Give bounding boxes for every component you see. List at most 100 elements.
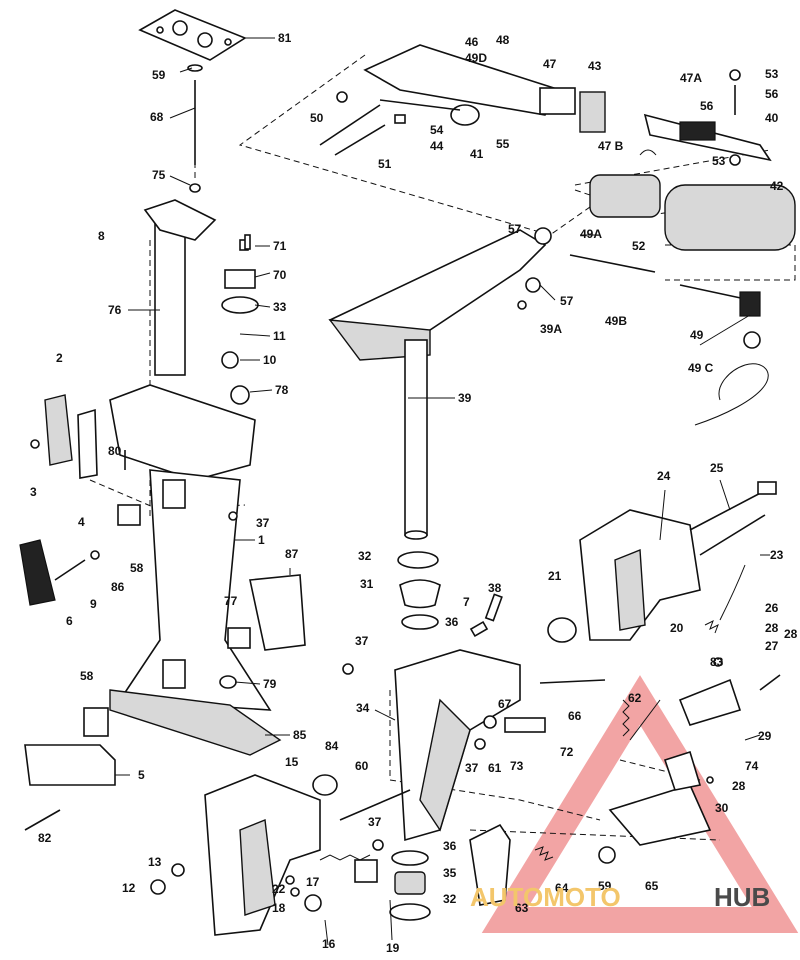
label-23: 23	[770, 548, 784, 562]
label-10: 10	[263, 353, 277, 367]
label-34: 34	[356, 701, 370, 715]
label-67: 67	[498, 697, 512, 711]
label-74: 74	[745, 759, 759, 773]
label-19: 19	[386, 941, 400, 955]
label-37: 37	[256, 516, 270, 530]
label-49B: 49B	[605, 314, 627, 328]
label-56: 56	[765, 87, 779, 101]
label-85: 85	[293, 728, 307, 742]
label-76: 76	[108, 303, 122, 317]
label-49D: 49D	[465, 51, 487, 65]
label-57b: 57	[560, 294, 574, 308]
label-2: 2	[56, 351, 63, 365]
label-64: 64	[555, 881, 569, 895]
label-44: 44	[430, 139, 444, 153]
label-42: 42	[770, 179, 784, 193]
label-86: 86	[111, 580, 125, 594]
transom-clamp	[547, 481, 781, 846]
label-27: 27	[765, 639, 779, 653]
label-41: 41	[470, 147, 484, 161]
label-40: 40	[765, 111, 779, 125]
label-46: 46	[465, 35, 479, 49]
label-28: 28	[765, 621, 779, 635]
label-32: 32	[358, 549, 372, 563]
label-15: 15	[285, 755, 299, 769]
label-25: 25	[710, 461, 724, 475]
label-16: 16	[322, 937, 336, 951]
label-65: 65	[645, 879, 659, 893]
label-53b: 53	[712, 154, 726, 168]
tiller-handle	[319, 44, 796, 426]
exhaust-housing	[109, 199, 282, 756]
label-80: 80	[108, 444, 122, 458]
label-37d: 37	[368, 815, 382, 829]
label-37b: 37	[355, 634, 369, 648]
label-32b: 32	[443, 892, 457, 906]
label-48: 48	[496, 33, 510, 47]
label-6: 6	[66, 614, 73, 628]
label-47: 47	[543, 57, 557, 71]
label-75: 75	[152, 168, 166, 182]
label-55: 55	[496, 137, 510, 151]
label-83: 83	[710, 655, 724, 669]
clamp-bracket	[204, 774, 378, 936]
label-78: 78	[275, 383, 289, 397]
label-11: 11	[273, 329, 286, 343]
label-18: 18	[272, 901, 286, 915]
label-58b: 58	[80, 669, 94, 683]
label-51: 51	[378, 157, 392, 171]
label-3: 3	[30, 485, 37, 499]
label-61: 61	[488, 761, 502, 775]
drive-rod	[187, 64, 203, 193]
label-57: 57	[508, 222, 522, 236]
lower-latch-parts	[469, 823, 616, 906]
swivel-bracket	[328, 227, 552, 540]
label-9: 9	[90, 597, 97, 611]
left-small-parts	[19, 234, 306, 895]
label-24: 24	[657, 469, 671, 483]
label-43: 43	[588, 59, 602, 73]
label-38: 38	[488, 581, 502, 595]
watermark-logo: AUTOMOTO HUB	[470, 882, 770, 912]
label-81: 81	[278, 31, 292, 45]
label-54: 54	[430, 123, 444, 137]
label-56b: 56	[700, 99, 714, 113]
label-39: 39	[458, 391, 472, 405]
label-37c: 37	[465, 761, 479, 775]
label-13: 13	[148, 855, 162, 869]
label-29: 29	[758, 729, 772, 743]
label-31: 31	[360, 577, 374, 591]
label-4: 4	[78, 515, 85, 529]
label-66: 66	[568, 709, 582, 723]
label-12: 12	[122, 881, 136, 895]
label-47A: 47A	[680, 71, 702, 85]
label-53: 53	[765, 67, 779, 81]
label-82: 82	[38, 831, 52, 845]
label-7: 7	[463, 595, 470, 609]
label-52: 52	[632, 239, 646, 253]
label-21: 21	[548, 569, 562, 583]
label-60: 60	[355, 759, 369, 773]
label-33: 33	[273, 300, 287, 314]
cover-plate	[138, 9, 247, 61]
label-8: 8	[98, 229, 105, 243]
label-5: 5	[138, 768, 145, 782]
label-70: 70	[273, 268, 287, 282]
label-59: 59	[152, 68, 166, 82]
label-73: 73	[510, 759, 524, 773]
label-26: 26	[765, 601, 779, 615]
label-20: 20	[670, 621, 684, 635]
label-72: 72	[560, 745, 574, 759]
label-36: 36	[445, 615, 459, 629]
label-58: 58	[130, 561, 144, 575]
label-28c: 28	[732, 779, 746, 793]
label-50: 50	[310, 111, 324, 125]
label-49: 49	[690, 328, 704, 342]
label-71: 71	[273, 239, 287, 253]
label-30: 30	[715, 801, 729, 815]
stern-bracket	[312, 551, 606, 921]
label-77: 77	[224, 594, 238, 608]
label-84: 84	[325, 739, 339, 753]
label-49A: 49A	[580, 227, 602, 241]
